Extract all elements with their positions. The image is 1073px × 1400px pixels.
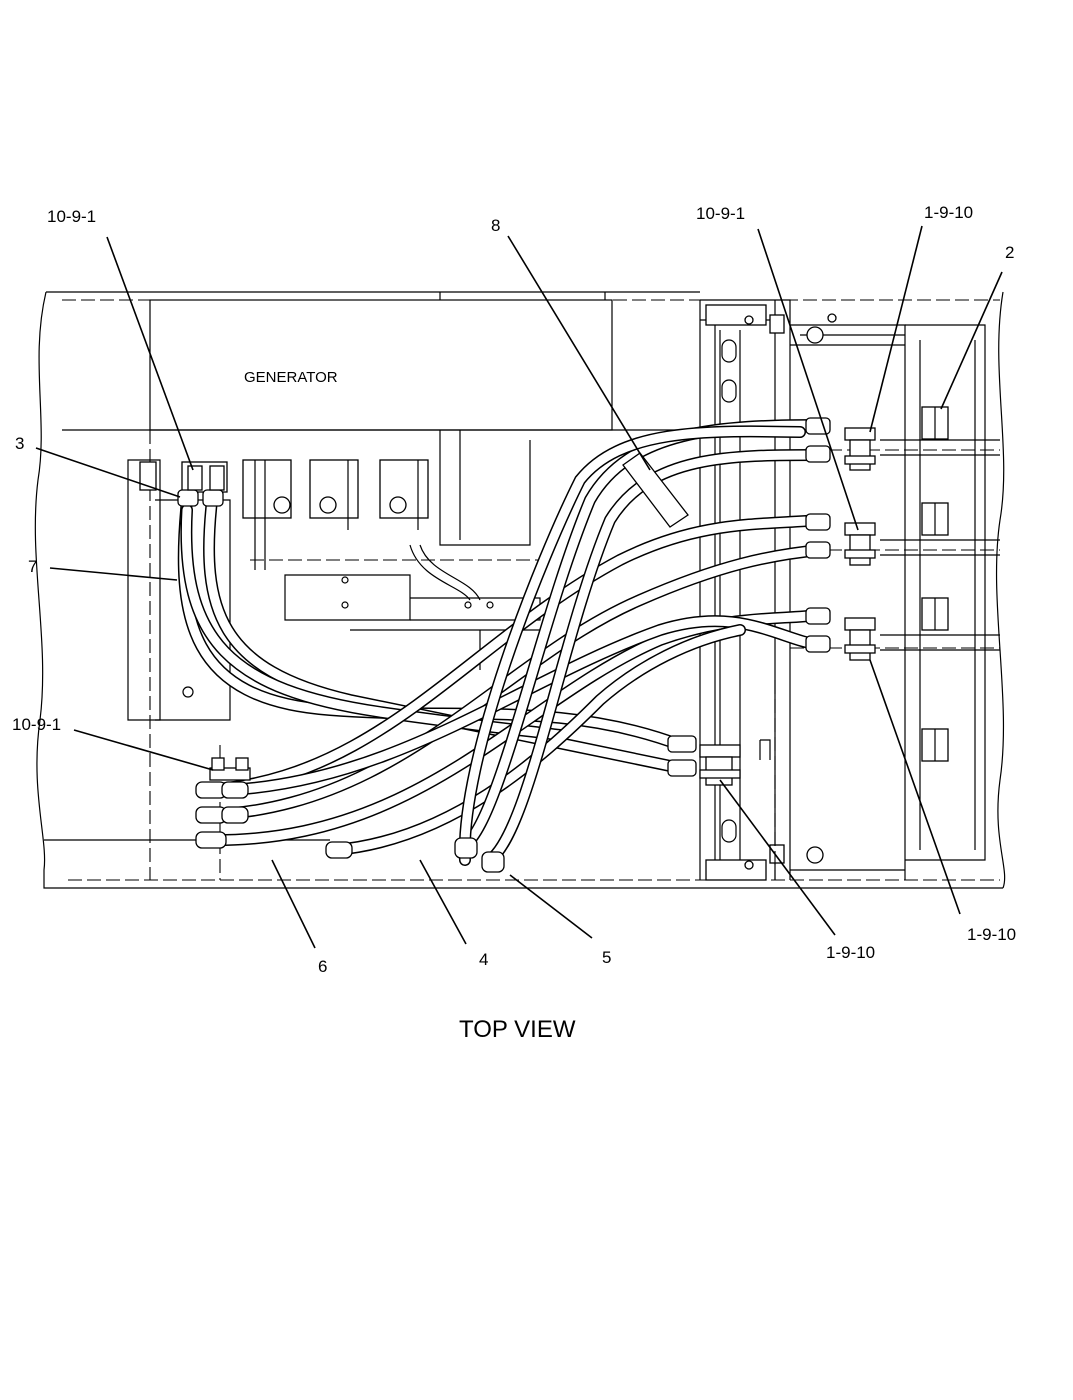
terminal-bolts (699, 427, 876, 786)
view-caption: TOP VIEW (459, 1016, 576, 1043)
callout-1-9-10-top: 1-9-10 (924, 203, 973, 222)
callout-1-9-10-right: 1-9-10 (967, 925, 1016, 944)
callout-7: 7 (28, 557, 37, 576)
callout-3: 3 (15, 434, 24, 453)
callout-10-9-1-top-left: 10-9-1 (47, 207, 96, 226)
indicator-boxes (921, 406, 949, 762)
callout-1-9-10-bottom: 1-9-10 (826, 943, 875, 962)
callout-10-9-1-left: 10-9-1 (12, 715, 61, 734)
terminal-block (139, 459, 429, 545)
cable-tie-band (622, 452, 689, 528)
leader-lines (35, 225, 1003, 949)
cable-lugs (177, 417, 831, 873)
callout-4: 4 (479, 950, 488, 969)
callout-6: 6 (318, 957, 327, 976)
cable-bundle-lower (199, 514, 826, 856)
callout-8: 8 (491, 216, 500, 235)
generator (44, 299, 690, 880)
generator-label: GENERATOR (244, 369, 338, 386)
callout-10-9-1-top-right: 10-9-1 (696, 204, 745, 223)
right-panel (699, 299, 1000, 881)
callout-2: 2 (1005, 243, 1014, 262)
callout-5: 5 (602, 948, 611, 967)
cable-bundle-upper (458, 419, 826, 866)
